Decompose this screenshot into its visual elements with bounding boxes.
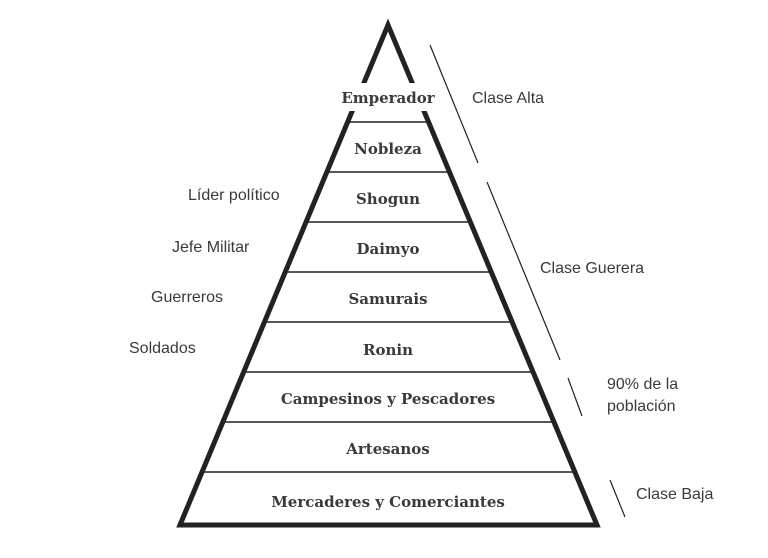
note-lider-politico: Líder político <box>188 187 280 204</box>
class-guerrera-label: Clase Guerera <box>540 260 644 277</box>
level-emperador: Emperador <box>341 89 435 107</box>
apex-label-mask <box>335 83 441 111</box>
bracket-poblacion <box>567 377 583 417</box>
level-campesinos: Campesinos y Pescadores <box>281 390 495 408</box>
level-nobleza: Nobleza <box>354 140 422 158</box>
level-ronin: Ronin <box>363 341 413 359</box>
level-mercaderes: Mercaderes y Comerciantes <box>271 493 505 511</box>
bracket-clase-guerrera <box>486 181 561 361</box>
level-dividers <box>202 121 575 473</box>
population-label-line1: 90% de la <box>607 376 678 393</box>
pyramid-outline <box>176 18 601 528</box>
note-guerreros: Guerreros <box>151 289 223 306</box>
note-soldados: Soldados <box>129 340 196 357</box>
level-daimyo: Daimyo <box>356 240 419 258</box>
population-label-line2: población <box>607 398 676 415</box>
level-samurais: Samurais <box>348 290 427 308</box>
class-baja-label: Clase Baja <box>636 486 713 503</box>
note-jefe-militar: Jefe Militar <box>172 239 250 256</box>
bracket-clase-baja <box>609 479 626 518</box>
level-shogun: Shogun <box>356 190 420 208</box>
bracket-clase-alta <box>429 44 479 164</box>
level-artesanos: Artesanos <box>345 440 430 458</box>
class-alta-label: Clase Alta <box>472 90 544 107</box>
